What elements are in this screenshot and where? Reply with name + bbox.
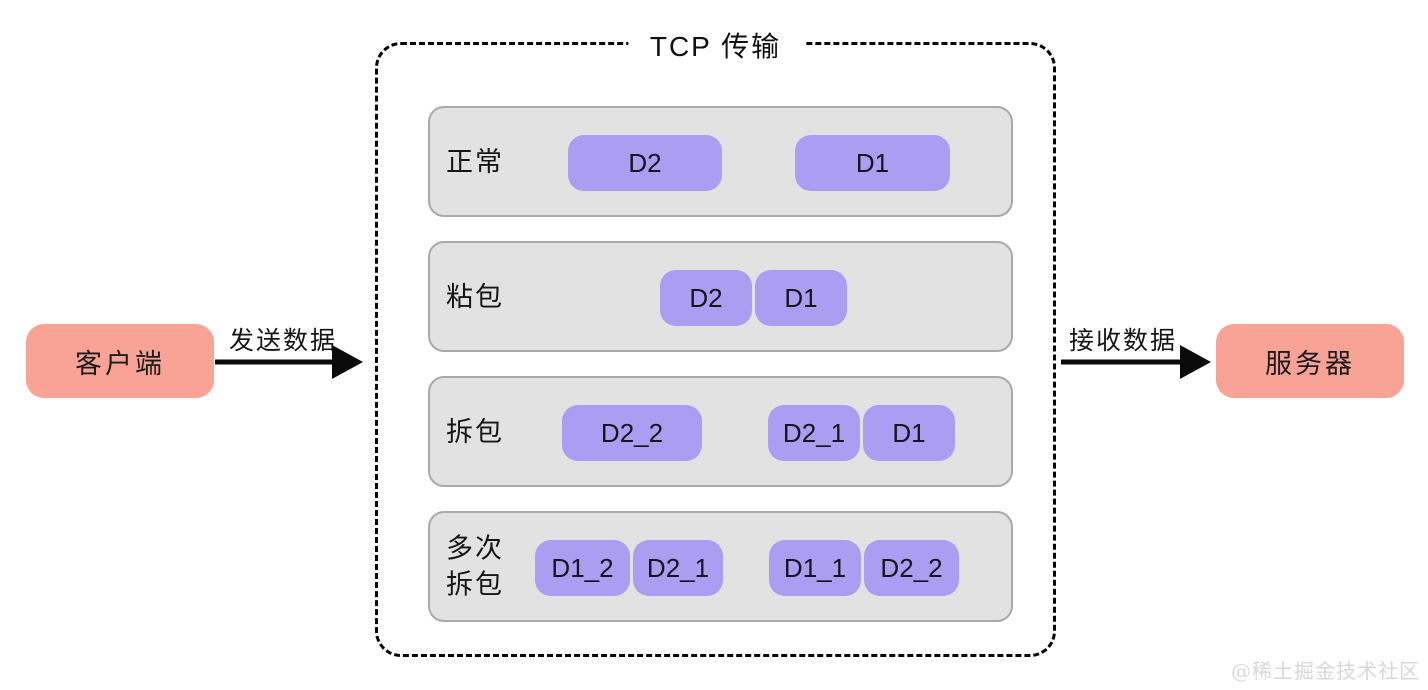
- packet-box: D2: [660, 270, 752, 326]
- packet-box: D1: [795, 135, 950, 191]
- send-data-label: 发送数据: [228, 327, 337, 355]
- tcp-transmission-title: TCP 传输: [627, 25, 804, 65]
- scenario-label: 正常: [446, 146, 504, 177]
- server-label: 服务器: [1265, 348, 1355, 379]
- packet-box: D2_2: [562, 405, 702, 461]
- watermark: @稀土掘金技术社区: [1231, 659, 1420, 683]
- packet-box: D1: [755, 270, 847, 326]
- send-arrow: [215, 345, 363, 379]
- packet-box: D2_2: [864, 540, 959, 596]
- receive-arrow: [1061, 345, 1211, 379]
- scenario-label: 粘包: [446, 281, 504, 312]
- receive-data-label: 接收数据: [1068, 327, 1177, 355]
- scenario-row: 正常 D2 D1: [428, 106, 1013, 217]
- packet-box: D2: [568, 135, 722, 191]
- packet-box: D2_1: [633, 540, 723, 596]
- scenario-label: 拆包: [446, 416, 504, 447]
- packet-box: D1: [863, 405, 955, 461]
- packet-box: D2_1: [768, 405, 860, 461]
- scenario-label: 多次 拆包: [446, 533, 504, 600]
- client-node: 客户端: [26, 324, 214, 398]
- server-node: 服务器: [1216, 324, 1404, 398]
- client-label: 客户端: [75, 348, 165, 379]
- packet-box: D1_1: [769, 540, 861, 596]
- packet-box: D1_2: [535, 540, 630, 596]
